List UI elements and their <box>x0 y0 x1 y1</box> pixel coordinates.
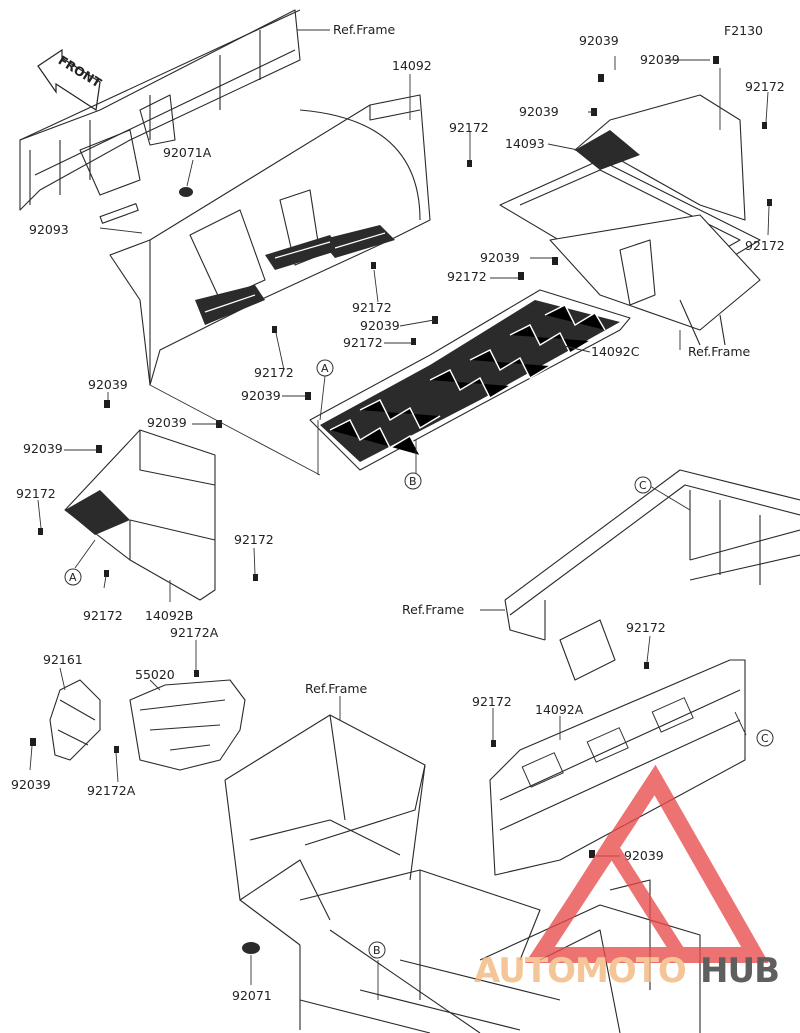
label-92039-7: 92039 <box>241 388 281 403</box>
svg-text:A: A <box>321 362 329 375</box>
label-92071A: 92071A <box>163 145 212 160</box>
label-92172A-1: 92172A <box>170 625 219 640</box>
label-92039-4: 92039 <box>480 250 520 265</box>
front-floor-pan <box>109 94 431 386</box>
label-14092C: 14092C <box>591 344 640 359</box>
label-92039-1: 92039 <box>579 33 619 48</box>
label-92172-6: 92172 <box>343 335 383 350</box>
label-ref-frame-right: Ref.Frame <box>688 344 751 359</box>
rear-panel-14092A <box>489 659 746 876</box>
label-92172-11: 92172 <box>626 620 666 635</box>
grommet-92071 <box>242 942 260 954</box>
label-92172-2: 92172 <box>449 120 489 135</box>
watermark-brand-prefix: AUTOMOTO <box>474 951 686 991</box>
reference-mark-b-1: B <box>404 472 422 490</box>
label-92093: 92093 <box>29 222 69 237</box>
watermark-logo: AUTOMOTO HUB <box>474 764 780 991</box>
rear-frame-section <box>499 94 761 346</box>
left-cover-92161 <box>49 679 101 761</box>
grommet-92071A <box>179 187 193 197</box>
label-14092A: 14092A <box>535 702 584 717</box>
label-55020: 55020 <box>135 667 175 682</box>
svg-text:A: A <box>69 571 77 584</box>
label-92039-9: 92039 <box>23 441 63 456</box>
label-92172-5: 92172 <box>352 300 392 315</box>
triangle-logo-icon <box>525 764 769 963</box>
cargo-bed-frame <box>504 469 800 681</box>
label-ref-frame-chassis: Ref.Frame <box>305 681 368 696</box>
label-92039-3: 92039 <box>519 104 559 119</box>
label-92039-6: 92039 <box>88 377 128 392</box>
label-92172-1: 92172 <box>745 79 785 94</box>
reference-mark-c-1: C <box>634 476 652 494</box>
svg-text:B: B <box>373 944 381 957</box>
label-92161: 92161 <box>43 652 83 667</box>
label-92039-5: 92039 <box>360 318 400 333</box>
left-side-panel <box>64 429 216 601</box>
strip-92093 <box>99 203 139 224</box>
label-92172-8: 92172 <box>16 486 56 501</box>
front-frame-section <box>19 9 330 211</box>
label-92172-12: 92172 <box>472 694 512 709</box>
reference-mark-a-1: A <box>316 359 334 377</box>
label-92172-10: 92172 <box>83 608 123 623</box>
center-floor-mat <box>309 289 631 471</box>
label-92039-8: 92039 <box>147 415 187 430</box>
label-14092: 14092 <box>392 58 432 73</box>
label-92039-11: 92039 <box>624 848 664 863</box>
label-14093: 14093 <box>505 136 545 151</box>
label-92039-10: 92039 <box>11 777 51 792</box>
leader-lines <box>29 56 770 1000</box>
label-ref-frame-bed: Ref.Frame <box>402 602 465 617</box>
label-ref-frame-top: Ref.Frame <box>333 22 396 37</box>
label-92172A-2: 92172A <box>87 783 136 798</box>
reference-mark-a-2: A <box>64 568 82 586</box>
svg-text:C: C <box>761 732 769 745</box>
watermark-brand-suffix: HUB <box>700 951 779 991</box>
label-92172-4: 92172 <box>447 269 487 284</box>
label-14092B: 14092B <box>145 608 193 623</box>
svg-text:B: B <box>409 475 417 488</box>
label-92172-7: 92172 <box>254 365 294 380</box>
reference-mark-c-2: C <box>756 729 774 747</box>
label-92039-2: 92039 <box>640 52 680 67</box>
svg-text:C: C <box>639 479 647 492</box>
figure-code: F2130 <box>724 23 763 38</box>
reference-mark-b-2: B <box>368 941 386 959</box>
label-92172-3: 92172 <box>745 238 785 253</box>
front-arrow-icon: FRONT <box>37 48 105 112</box>
label-92071: 92071 <box>232 988 272 1003</box>
duct-55020 <box>129 679 246 771</box>
label-92172-9: 92172 <box>234 532 274 547</box>
